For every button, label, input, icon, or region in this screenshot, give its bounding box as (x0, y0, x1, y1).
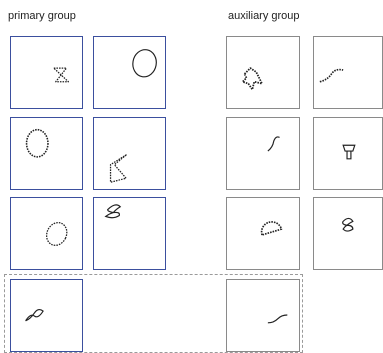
half-circle-sketch (227, 198, 299, 269)
primary-cell-7[interactable] (10, 279, 83, 352)
auxiliary-cell-3[interactable] (226, 117, 300, 190)
bowtie-sketch (94, 118, 165, 189)
oval-sketch (94, 37, 165, 108)
auxiliary-cell-2[interactable] (313, 36, 383, 109)
primary-cell-4[interactable] (93, 117, 166, 190)
bowtie-sketch (11, 37, 82, 108)
squiggle-sketch (227, 118, 299, 189)
squiggle-sketch (11, 280, 82, 351)
auxiliary-cell-1[interactable] (226, 36, 300, 109)
primary-cell-1[interactable] (10, 36, 83, 109)
auxiliary-cell-7[interactable] (226, 279, 300, 352)
auxiliary-cell-6[interactable] (313, 197, 383, 270)
auxiliary-cell-5[interactable] (226, 197, 300, 270)
primary-cell-6[interactable] (93, 197, 166, 270)
curved-shape-sketch (314, 198, 382, 269)
arrow-sketch (227, 37, 299, 108)
oval-sketch (11, 198, 82, 269)
squiggle-sketch (314, 37, 382, 108)
primary-cell-3[interactable] (10, 117, 83, 190)
auxiliary-group-label: auxiliary group (228, 10, 300, 22)
curved-shape-sketch (94, 198, 165, 269)
oval-sketch (11, 118, 82, 189)
primary-cell-2[interactable] (93, 36, 166, 109)
primary-group-label: primary group (8, 10, 76, 22)
primary-cell-5[interactable] (10, 197, 83, 270)
mushroom-sketch (314, 118, 382, 189)
auxiliary-cell-4[interactable] (313, 117, 383, 190)
squiggle-sketch (227, 280, 299, 351)
